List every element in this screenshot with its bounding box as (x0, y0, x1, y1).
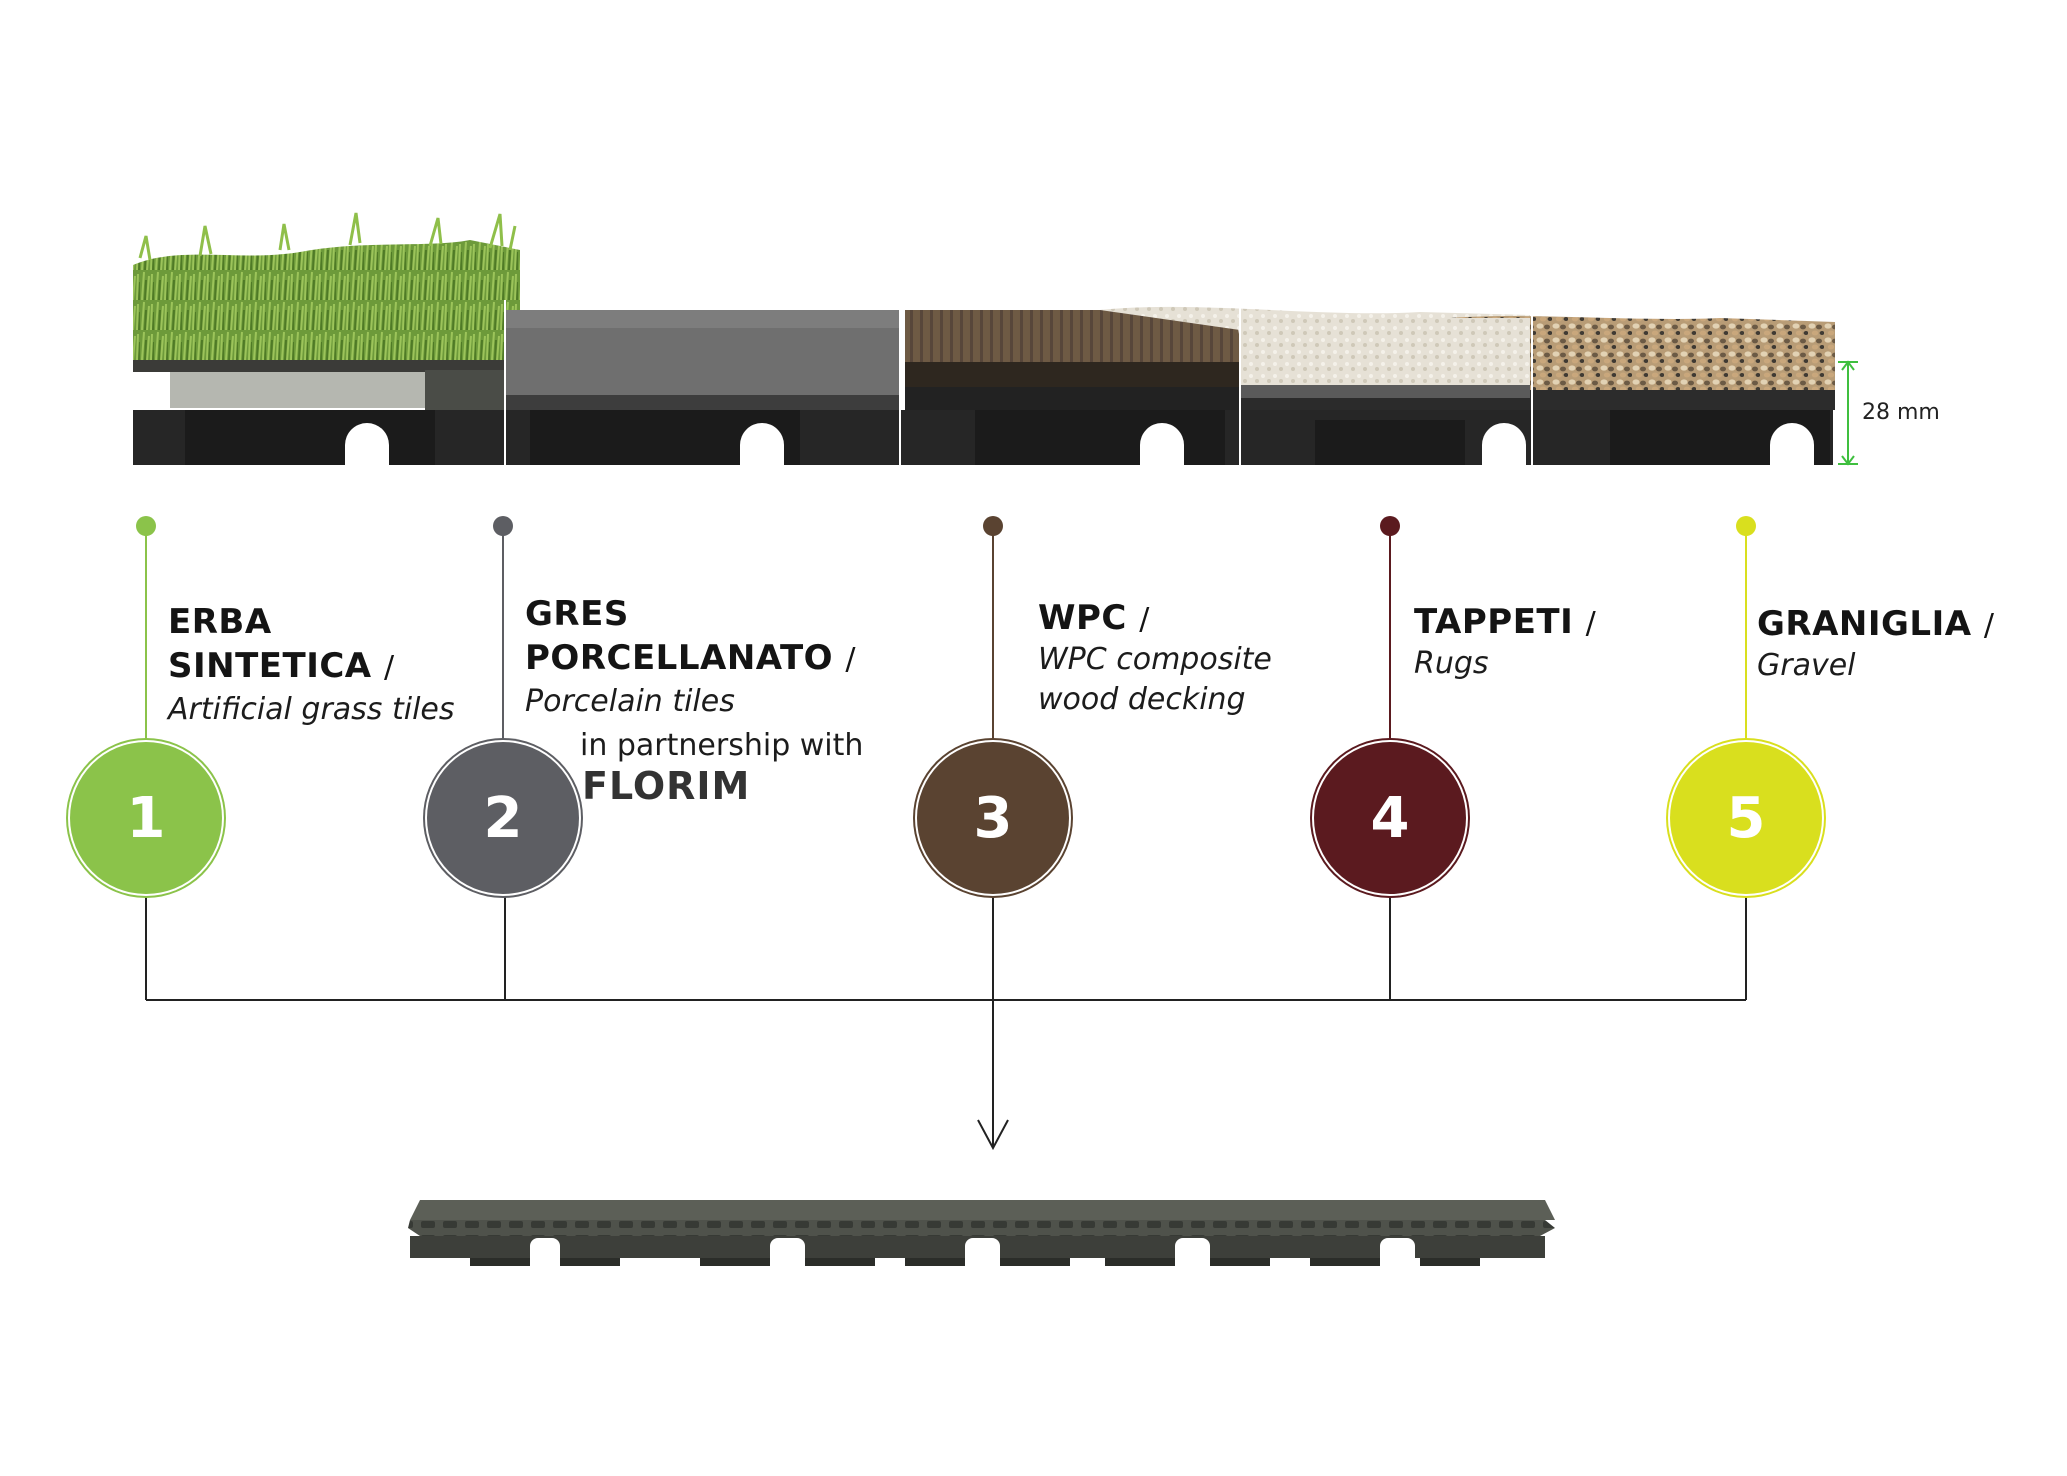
item-3-slash: / (1139, 602, 1150, 637)
plastic-grid-tile-icon (408, 1200, 1555, 1266)
dot-5 (1736, 516, 1756, 536)
item-4-slash: / (1585, 606, 1597, 641)
item-4-title: TAPPETI / (1414, 600, 1596, 646)
stone-slab-icon (505, 310, 900, 410)
item-3-title-text: WPC (1038, 598, 1127, 638)
number-badge-1: 1 (70, 742, 222, 894)
item-2-title-line-2-text: PORCELLANATO (525, 638, 834, 678)
connector-lines (145, 894, 1747, 1151)
item-2-subtitle: Porcelain tiles (525, 684, 735, 719)
item-5-subtitle: Gravel (1757, 648, 1856, 683)
item-dots (136, 516, 1756, 536)
item-3-subtitle-line-1: WPC composite (1038, 642, 1272, 677)
item-1-slash: / (383, 650, 395, 685)
item-3-subtitle-line-2: wood decking (1038, 682, 1246, 717)
item-3-title: WPC / (1038, 596, 1150, 642)
dot-1 (136, 516, 156, 536)
dot-3 (983, 516, 1003, 536)
dot-2 (493, 516, 513, 536)
thickness-dimension (1838, 360, 1858, 466)
wood-plank-icon (905, 310, 1245, 410)
item-1-title-line-2: SINTETICA / (168, 644, 395, 690)
number-badge-2: 2 (427, 742, 579, 894)
item-1-subtitle: Artificial grass tiles (168, 692, 455, 727)
dot-4 (1380, 516, 1400, 536)
item-4-subtitle: Rugs (1414, 646, 1489, 681)
item-2-title-line-1: GRES (525, 594, 629, 634)
number-badge-4: 4 (1314, 742, 1466, 894)
thickness-label: 28 mm (1862, 400, 1940, 425)
pebbles-texture-icon (1450, 316, 1835, 410)
arrow-down-icon (977, 1119, 1009, 1151)
partner-text: in partnership with (580, 728, 864, 763)
carpet-texture-icon (1100, 306, 1530, 410)
partner-brand-logo: FLORIM (582, 764, 751, 808)
number-badge-3: 3 (917, 742, 1069, 894)
item-5-title-text: GRANIGLIA (1757, 604, 1972, 644)
item-1-title-line-2-text: SINTETICA (168, 646, 372, 686)
item-1-title-line-1: ERBA (168, 602, 272, 642)
item-leader-lines (145, 526, 1747, 742)
item-4-title-text: TAPPETI (1414, 602, 1574, 642)
item-2-slash: / (845, 642, 857, 677)
item-2-title-line-2: PORCELLANATO / (525, 636, 856, 682)
item-5-title: GRANIGLIA / (1757, 602, 1995, 648)
number-badge-5: 5 (1670, 742, 1822, 894)
surfaces-strip (133, 212, 1835, 465)
item-5-slash: / (1983, 608, 1995, 643)
grass-texture-icon (133, 212, 520, 410)
